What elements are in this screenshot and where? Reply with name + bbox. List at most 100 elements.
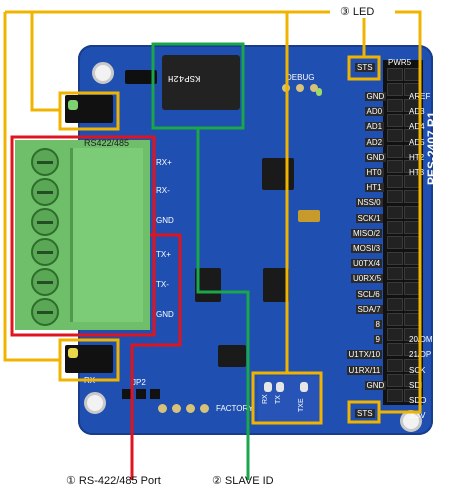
led-box-sts-top [347,55,381,81]
mount-hole-bottom-left [84,392,106,414]
led-annotation-lines [3,10,422,425]
rx-led [264,382,272,392]
pin-label-right: AD4 [409,122,425,132]
led-box-sts-bottom [347,400,381,424]
header-pin [387,236,403,250]
logic-ic [218,345,246,367]
pin-label-right: HT2 [409,152,425,162]
pin-label-left: MOSI/3 [351,244,383,253]
jp2-jumper [122,389,160,399]
terminal-label-2: GND [156,216,174,225]
led-box-bottom-left [58,338,120,382]
pin-label-left: U1TX/10 [346,350,383,360]
terminal-label-1: RX- [156,186,170,195]
header-pin [387,282,403,296]
pin-label-left: U0RX/5 [351,274,384,284]
header-pin [387,129,403,143]
header-pin [387,358,403,372]
header-pin [387,190,403,204]
status-led-yellow [68,348,78,358]
header-pin [387,175,403,189]
slave-id-dip-switch: KSP42H [162,55,240,110]
pin-label-right: SDO [409,396,427,405]
terminal-screw [31,148,59,176]
pin-label-right: 3.3V [409,411,426,421]
slave-annotation-lines [151,42,250,480]
led-box-top-left [58,91,120,131]
header-pin [387,312,403,326]
mount-hole-top-left [92,62,114,84]
led-line-sts-bottom [379,10,422,414]
pin-label-left: GND [364,380,387,390]
pin-label-left: HT0 [364,168,384,177]
header-pin [387,68,403,81]
led-annotation-label: ③ LED [336,5,379,18]
factory-label: FACTORY [216,404,254,413]
terminal-screw [31,178,59,206]
terminal-screw [31,298,59,326]
terminal-body [70,148,143,322]
debug-led [316,88,322,96]
terminal-label-5: GND [156,310,174,319]
pin-label-left: U0TX/4 [351,259,383,269]
led-line-bottom-left [3,12,60,362]
terminal-label-4: TX- [156,280,169,289]
pin-label-left: AD2 [364,137,385,147]
header-pin [387,159,403,173]
transceiver-ic-2 [263,268,289,302]
pin-label-right: HT3 [409,168,425,177]
mcu-chip [262,158,294,190]
header-pin [387,374,403,387]
factory-pads [158,404,209,413]
pin-label-left: SDA/7 [355,304,383,314]
pin-label-left: 9 [373,335,382,345]
led-line-top-left [30,12,60,112]
slave-box-dip [151,42,245,130]
pin-label-left: SCL/6 [355,289,382,299]
pin-label-left: NSS/0 [355,198,383,208]
header-pin [387,389,403,403]
header-pin [387,98,403,112]
header-pin [387,83,403,97]
header-pin [387,205,403,219]
pin-label-left: U1RX/11 [346,365,383,375]
terminal-screw [31,208,59,236]
pin-label-left: 8 [373,320,382,329]
slave-line [196,128,250,480]
tantalum-capacitor [298,210,320,222]
header-pin [387,266,403,280]
sts-label-top: STS [355,63,375,72]
terminal-label-0: RX+ [156,158,172,167]
pin-label-right: SCK [409,365,426,375]
rs485-terminal-block [15,140,150,330]
header-pin [387,297,403,311]
debug-label: DEBUG [286,73,315,82]
txe-led [300,382,308,392]
pin-label-right: AD3 [409,107,425,117]
pin-label-left: HT1 [364,183,384,193]
pin-label-right: SDI [409,380,423,390]
header-pin [387,328,403,342]
header-pin [387,113,403,127]
rs-label: RS422/485 [84,138,130,148]
port-line [130,233,182,480]
header-pin [387,251,403,265]
tx-led [276,382,284,392]
header-pin [387,221,403,234]
port-box-terminal [10,135,156,337]
pin-label-left: GND [364,92,387,101]
pin-label-right: AD5 [409,137,425,147]
header-pin [387,343,403,357]
pin-label-left: AD0 [364,107,385,117]
header-pin [387,144,403,158]
header-label-pwr5: PWR5 [388,58,412,67]
pin-label-left: SCK/1 [355,213,383,223]
pin-label-left: GND [364,152,387,162]
pin-label-left: AD1 [364,122,385,132]
terminal-label-3: TX+ [156,250,171,259]
port-annotation-label: ① RS-422/485 Port [66,475,161,487]
terminal-screw [31,268,59,296]
port-annotation-lines [10,135,182,480]
